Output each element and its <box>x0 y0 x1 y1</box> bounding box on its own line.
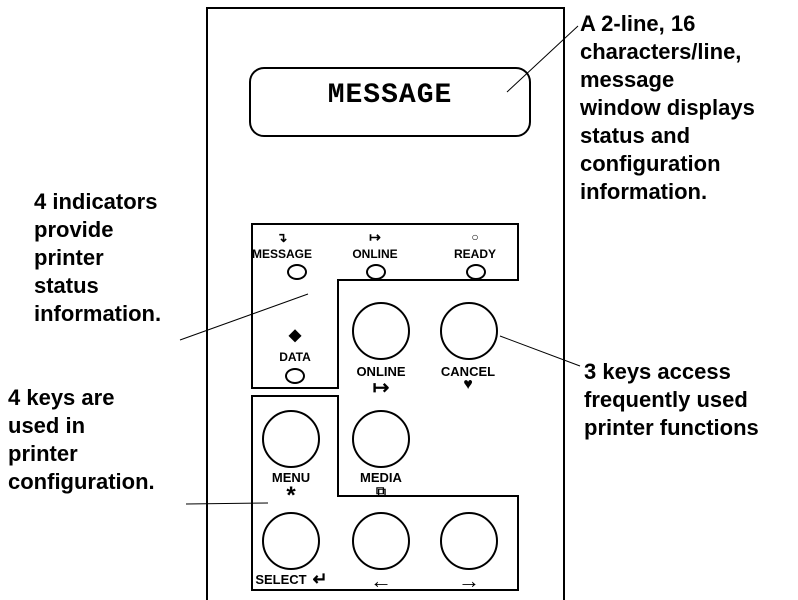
indicator-label-message: MESSAGE <box>251 247 312 261</box>
media-key-label: MEDIA <box>360 470 402 485</box>
media-icon: ⧉ <box>376 483 386 499</box>
callout-indicators: 4 indicators provide printer status info… <box>34 189 162 326</box>
message-window-text: MESSAGE <box>327 80 453 111</box>
indicator-group-frame <box>251 223 519 389</box>
indicator-led-data <box>285 368 305 384</box>
enter-arrow-icon: ↵ <box>312 569 328 589</box>
right-arrow-key[interactable] <box>440 512 498 570</box>
message-icon: ↴ <box>276 230 288 245</box>
callout-keys-config: 4 keys are used in printer configuration… <box>8 385 155 494</box>
indicator-label-ready: READY <box>453 247 496 261</box>
indicator-led-online <box>366 264 386 280</box>
message-window-frame <box>249 67 531 137</box>
leader-line-frequent <box>499 335 581 367</box>
left-arrow-icon: ← <box>370 568 392 593</box>
cancel-icon: ♥ <box>463 376 473 393</box>
menu-key[interactable] <box>262 410 320 468</box>
indicator-led-ready <box>466 264 486 280</box>
panel-outline <box>206 7 565 600</box>
online-icon: ↦ <box>369 229 381 245</box>
select-key-label: SELECT <box>255 572 307 587</box>
indicator-label-data: DATA <box>279 350 311 364</box>
indicator-label-online: ONLINE <box>352 247 398 261</box>
left-arrow-key[interactable] <box>352 512 410 570</box>
media-key[interactable] <box>352 410 410 468</box>
select-key[interactable] <box>262 512 320 570</box>
leader-line-indicators <box>179 293 309 341</box>
callout-keys-frequent: 3 keys access frequently used printer fu… <box>584 359 759 440</box>
data-icon: ◆ <box>288 327 302 344</box>
leader-line-config <box>185 502 269 505</box>
callout-message-window: A 2-line, 16 characters/line, message wi… <box>580 11 755 204</box>
online-key[interactable] <box>352 302 410 360</box>
online-arrow-icon: ↦ <box>372 377 390 399</box>
config-keys-frame <box>251 395 519 591</box>
asterisk-icon: * <box>286 482 296 509</box>
cancel-key[interactable] <box>440 302 498 360</box>
leader-line-message <box>506 25 579 93</box>
ready-icon: ○ <box>471 230 479 244</box>
cancel-key-label: CANCEL <box>440 364 496 379</box>
menu-key-label: MENU <box>271 470 311 485</box>
indicator-led-message <box>287 264 307 280</box>
right-arrow-icon: → <box>458 568 480 593</box>
online-key-label: ONLINE <box>356 364 406 379</box>
